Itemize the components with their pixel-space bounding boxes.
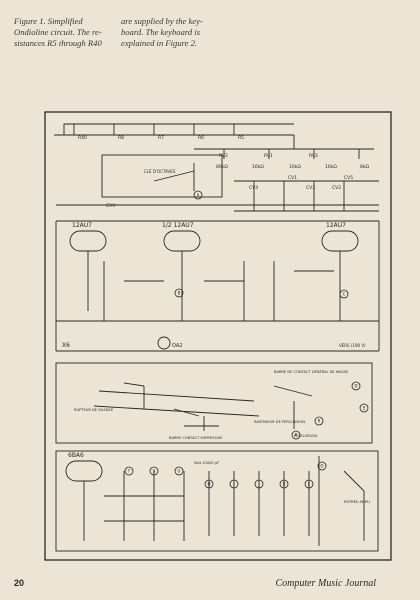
svg-text:C: C <box>343 292 346 297</box>
journal-name: Computer Music Journal <box>275 578 376 589</box>
svg-text:E: E <box>363 406 366 411</box>
svg-text:L: L <box>308 482 311 487</box>
svg-text:80kΩ: 80kΩ <box>216 164 228 170</box>
svg-text:OA2: OA2 <box>172 343 182 349</box>
svg-text:BARRE CONTACT EXPRESSIVE: BARRE CONTACT EXPRESSIVE <box>169 436 223 440</box>
svg-text:CVV: CVV <box>106 203 116 209</box>
svg-text:CV5: CV5 <box>344 175 353 181</box>
svg-text:INVERSEUR DE PERCUSSION: INVERSEUR DE PERCUSSION <box>254 420 305 424</box>
svg-text:CV1: CV1 <box>288 175 297 181</box>
svg-text:A: A <box>197 193 200 198</box>
svg-text:CLÉ D'OCTAVES: CLÉ D'OCTAVES <box>144 169 176 174</box>
svg-text:RUPTEUR DE SILENCE: RUPTEUR DE SILENCE <box>74 408 114 412</box>
svg-text:O: O <box>320 464 323 469</box>
figure-caption-right: are supplied by the key- board. The keyb… <box>121 16 203 48</box>
svg-text:PERCUSSION: PERCUSSION <box>294 434 317 438</box>
svg-text:S: S <box>153 469 156 474</box>
svg-text:8kΩ: 8kΩ <box>360 164 369 170</box>
svg-text:RV3: RV3 <box>309 153 318 159</box>
svg-text:CV4: CV4 <box>249 185 258 191</box>
page-number: 20 <box>14 578 25 588</box>
svg-text:R7: R7 <box>158 135 164 141</box>
svg-text:BARRE DE CONTACT GÉNÉRAL DE MA: BARRE DE CONTACT GÉNÉRAL DE MASSE <box>274 369 349 374</box>
svg-text:D: D <box>354 384 357 389</box>
svg-text:J: J <box>257 482 259 487</box>
svg-text:R: R <box>318 419 321 424</box>
svg-text:16kΩ: 16kΩ <box>252 164 264 170</box>
svg-text:I: I <box>233 482 234 487</box>
svg-text:16kΩ: 16kΩ <box>289 164 301 170</box>
svg-text:RV1: RV1 <box>264 153 273 159</box>
svg-text:ENTRÉE AMPLI: ENTRÉE AMPLI <box>344 499 370 504</box>
svg-text:CV3: CV3 <box>306 185 315 191</box>
svg-text:12AU7: 12AU7 <box>326 222 346 229</box>
svg-text:R6: R6 <box>198 135 204 141</box>
svg-text:12AU7: 12AU7 <box>72 222 92 229</box>
svg-text:1/2 12AU7: 1/2 12AU7 <box>162 222 194 229</box>
svg-text:R8: R8 <box>118 135 124 141</box>
svg-text:16kΩ: 16kΩ <box>325 164 337 170</box>
svg-text:RV2: RV2 <box>219 153 228 159</box>
svg-text:6BA6: 6BA6 <box>68 452 84 459</box>
svg-text:R5: R5 <box>238 135 244 141</box>
svg-text:P: P <box>295 433 298 438</box>
svg-text:CV2: CV2 <box>332 185 341 191</box>
svg-text:T: T <box>127 469 131 474</box>
svg-text:R40: R40 <box>78 135 87 141</box>
svg-text:VERS (190 V): VERS (190 V) <box>339 343 366 348</box>
svg-text:K: K <box>283 482 286 487</box>
svg-text:5kΩ 10000 pF: 5kΩ 10000 pF <box>194 461 219 465</box>
svg-text:X6: X6 <box>62 342 70 349</box>
ondioline-schematic: R40 R8 R7 R6 R5 RV2 RV1 RV3 80kΩ 16kΩ 16… <box>44 111 392 561</box>
svg-text:H: H <box>207 482 210 487</box>
figure-caption-left: Figure 1. Simplified Ondioline circuit. … <box>14 16 102 48</box>
svg-text:B: B <box>178 291 181 296</box>
svg-text:U: U <box>178 469 181 474</box>
